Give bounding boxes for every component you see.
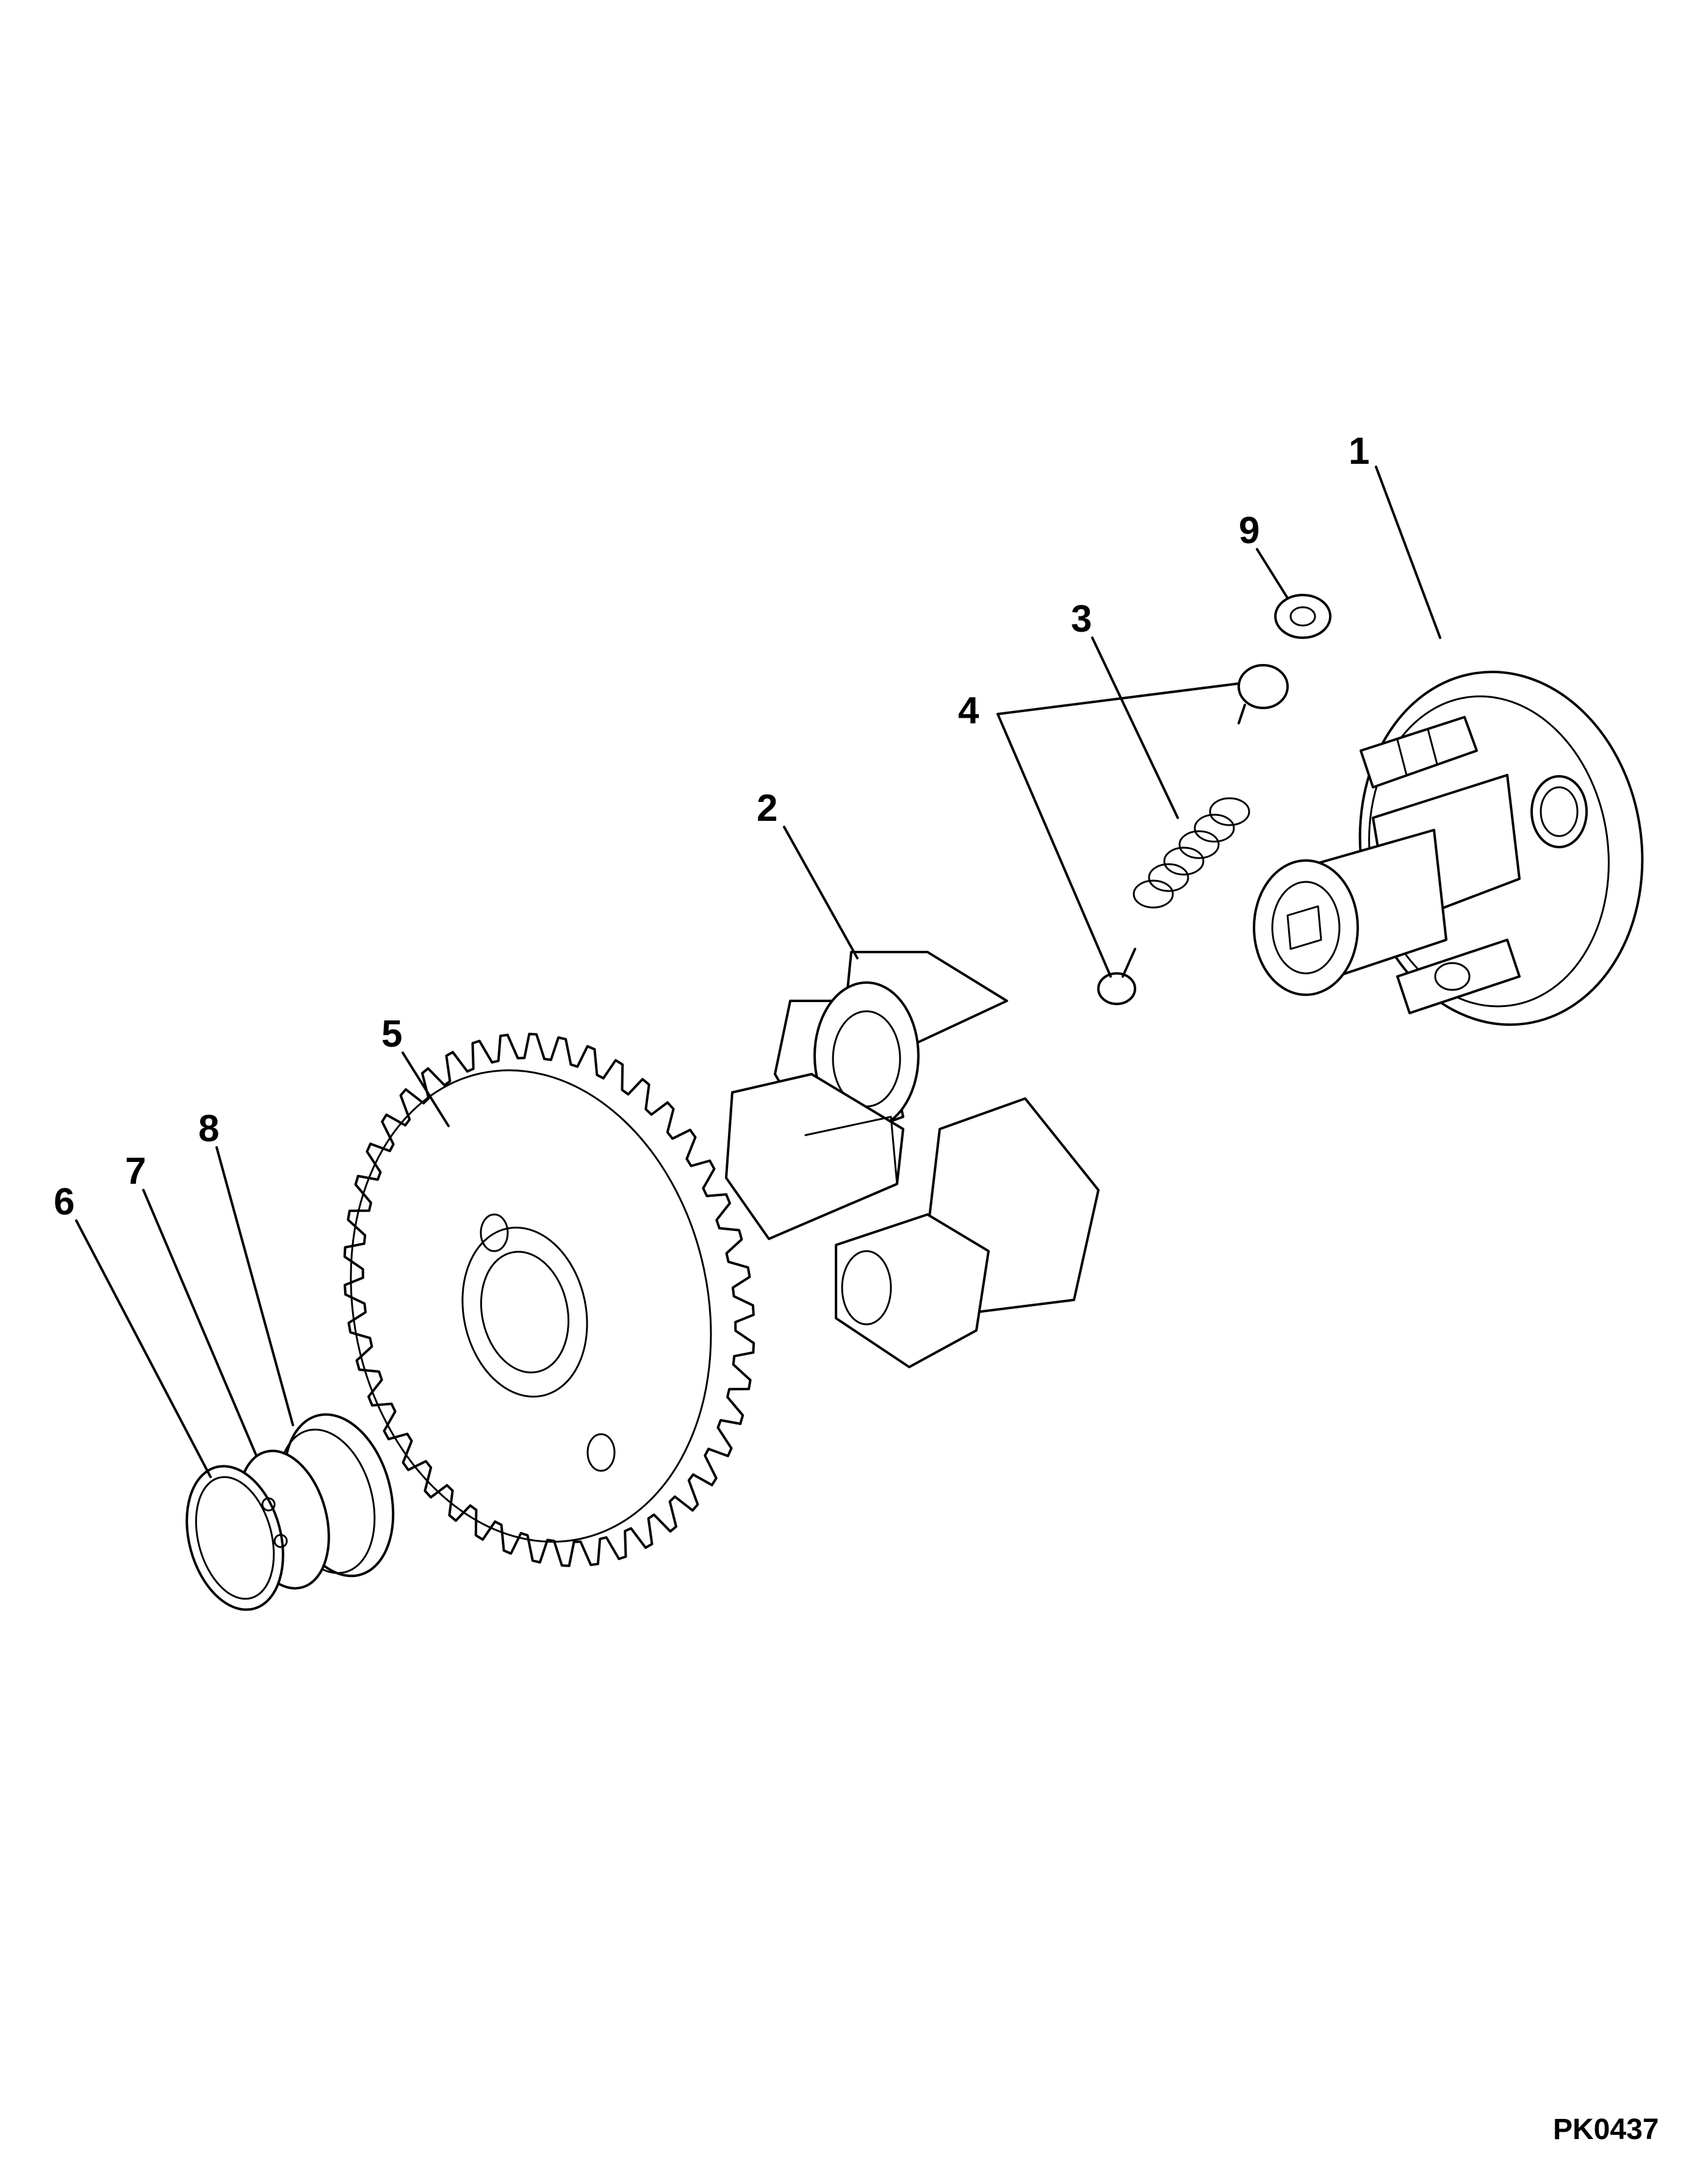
leader-2 [783,826,859,959]
callout-4: 4 [958,690,979,732]
leader-8 [215,1146,294,1426]
callout-8: 8 [198,1108,219,1150]
leader-7 [142,1189,258,1457]
part-6-circlip [186,1465,288,1611]
leader-1 [1375,466,1441,639]
callout-5: 5 [381,1013,402,1055]
part-4-pins [1097,664,1289,1005]
figure-code: PK0437 [1553,2113,1659,2146]
part-5-gear [343,1033,755,1567]
callout-7: 7 [125,1150,146,1193]
callout-3: 3 [1071,598,1092,640]
leader-4a [996,682,1240,715]
leader-9 [1256,548,1289,599]
part-2-flyweights [725,951,1100,1368]
leader-lines [75,466,1441,1478]
callout-1: 1 [1349,430,1369,472]
leader-5 [402,1052,450,1127]
callout-6: 6 [54,1181,74,1223]
part-1-hub-flange [1253,671,1644,1026]
leader-4b [996,713,1112,978]
leader-6 [75,1219,212,1478]
callout-2: 2 [757,787,777,829]
part-9-washer [1274,594,1331,639]
callout-labels: 1 2 3 4 5 6 7 8 9 [54,430,1369,1223]
leader-3 [1091,637,1179,819]
callout-9: 9 [1239,510,1259,552]
part-3-spring [1133,797,1250,909]
